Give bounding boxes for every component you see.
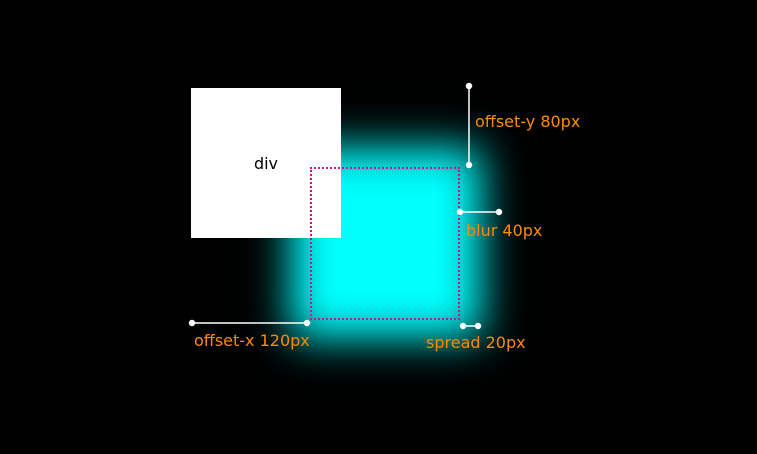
offset-x-end-dot — [303, 319, 311, 327]
offset-x-start-dot — [188, 319, 196, 327]
spread-label: spread 20px — [426, 333, 526, 352]
element-box — [191, 88, 341, 238]
element-label: div — [253, 153, 279, 173]
blur-start-dot — [456, 208, 464, 216]
blur-label: blur 40px — [466, 221, 543, 240]
offset-y-end-dot — [465, 161, 473, 169]
spread-end-dot — [474, 322, 482, 330]
offset-x-label: offset-x 120px — [194, 331, 310, 350]
offset-y-start-dot — [465, 82, 473, 90]
blur-end-dot — [495, 208, 503, 216]
spread-start-dot — [459, 322, 467, 330]
shadow-offset-outline — [310, 167, 460, 320]
offset-y-label: offset-y 80px — [475, 112, 581, 131]
